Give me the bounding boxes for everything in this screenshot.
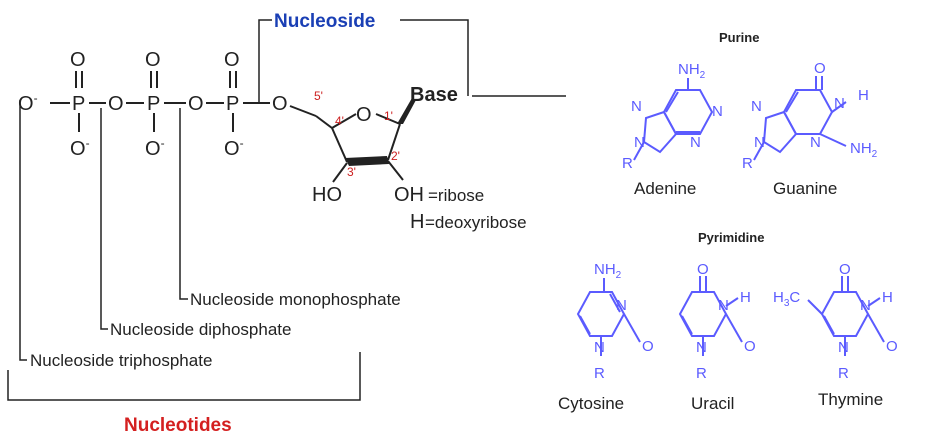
svg-text:N: N xyxy=(838,339,849,356)
svg-text:R: R xyxy=(622,155,633,172)
oh-2prime: OH xyxy=(394,184,424,206)
triphosphate-label: Nucleoside triphosphate xyxy=(30,351,212,370)
phosphate-1-double-o: O xyxy=(70,49,86,71)
h-2prime: H xyxy=(410,211,424,233)
phosphate-1-o-minus: O- xyxy=(70,136,90,160)
svg-text:H: H xyxy=(882,289,893,306)
svg-text:R: R xyxy=(742,155,753,172)
svg-text:O: O xyxy=(839,261,851,278)
svg-text:N: N xyxy=(754,134,765,151)
pyrimidine-heading: Pyrimidine xyxy=(698,230,764,245)
phosphorus-1: P xyxy=(72,93,85,115)
nucleoside-bracket: Nucleoside xyxy=(258,11,566,103)
phosphorus-2: P xyxy=(147,93,160,115)
cytosine-nh2: NH2 xyxy=(594,261,622,281)
ribose-note: =ribose xyxy=(428,186,484,205)
diphosphate-label: Nucleoside diphosphate xyxy=(110,320,291,339)
ester-oxygen: O xyxy=(272,93,288,115)
svg-text:N: N xyxy=(690,134,701,151)
thymine-methyl: H3C xyxy=(773,289,800,309)
svg-text:R: R xyxy=(594,365,605,382)
nucleotides-bracket: Nucleotides xyxy=(7,352,361,436)
phosphorus-3: P xyxy=(226,93,239,115)
phosphate-2-o-minus: O- xyxy=(145,136,165,160)
guanine-structure: O N H N NH2 N N R Guanine xyxy=(742,60,878,198)
phosphate-o-minus-left: O- xyxy=(18,91,38,115)
svg-text:O: O xyxy=(814,60,826,77)
svg-text:N: N xyxy=(834,95,845,112)
bridge-oxygen-1: O xyxy=(108,93,124,115)
svg-text:N: N xyxy=(616,297,627,314)
adenine-structure: NH2 N N N N R Adenine xyxy=(622,61,723,198)
svg-text:R: R xyxy=(696,365,707,382)
deoxyribose-note: =deoxyribose xyxy=(425,213,527,232)
ho-3prime: HO xyxy=(312,184,342,206)
ribose-ring: O HO OH H =ribose =deoxyribose Base 5' 4… xyxy=(312,84,527,233)
svg-text:N: N xyxy=(860,297,871,314)
svg-text:O: O xyxy=(744,338,756,355)
guanine-nh2: NH2 xyxy=(850,140,878,160)
carbon-4prime: 4' xyxy=(335,114,344,128)
svg-text:N: N xyxy=(810,134,821,151)
svg-text:N: N xyxy=(718,297,729,314)
phosphate-3-o-minus: O- xyxy=(224,136,244,160)
svg-text:N: N xyxy=(631,98,642,115)
cytosine-structure: NH2 N O N R Cytosine xyxy=(558,261,654,413)
cytosine-label: Cytosine xyxy=(558,394,624,413)
purine-heading: Purine xyxy=(719,30,759,45)
svg-text:H: H xyxy=(858,87,869,104)
svg-text:R: R xyxy=(838,365,849,382)
carbon-1prime: 1' xyxy=(384,109,393,123)
adenine-label: Adenine xyxy=(634,179,696,198)
bridge-oxygen-2: O xyxy=(188,93,204,115)
nucleoside-label: Nucleoside xyxy=(274,11,375,32)
svg-text:N: N xyxy=(634,134,645,151)
nucleotides-label: Nucleotides xyxy=(124,415,232,436)
svg-text:N: N xyxy=(751,98,762,115)
thymine-structure: O N H H3C O N R Thymine xyxy=(773,261,898,409)
phosphate-2-double-o: O xyxy=(145,49,161,71)
carbon-5prime: 5' xyxy=(314,89,323,103)
phosphate-chain: O- P O O- O P O O- O P O O- O xyxy=(18,49,317,160)
uracil-structure: O N H O N R Uracil xyxy=(678,261,756,413)
carbon-3prime: 3' xyxy=(347,165,356,179)
guanine-label: Guanine xyxy=(773,179,837,198)
svg-text:O: O xyxy=(642,338,654,355)
phosphate-3-double-o: O xyxy=(224,49,240,71)
svg-text:N: N xyxy=(712,103,723,120)
svg-text:N: N xyxy=(594,339,605,356)
ring-oxygen: O xyxy=(356,104,372,126)
carbon-2prime: 2' xyxy=(391,149,400,163)
base-label: Base xyxy=(410,84,458,106)
svg-text:H: H xyxy=(740,289,751,306)
uracil-label: Uracil xyxy=(691,394,734,413)
phosphate-leaders: Nucleoside monophosphate Nucleoside diph… xyxy=(19,100,401,370)
svg-text:O: O xyxy=(886,338,898,355)
adenine-nh2: NH2 xyxy=(678,61,706,81)
svg-text:N: N xyxy=(696,339,707,356)
thymine-label: Thymine xyxy=(818,390,883,409)
svg-text:O: O xyxy=(697,261,709,278)
monophosphate-label: Nucleoside monophosphate xyxy=(190,290,401,309)
